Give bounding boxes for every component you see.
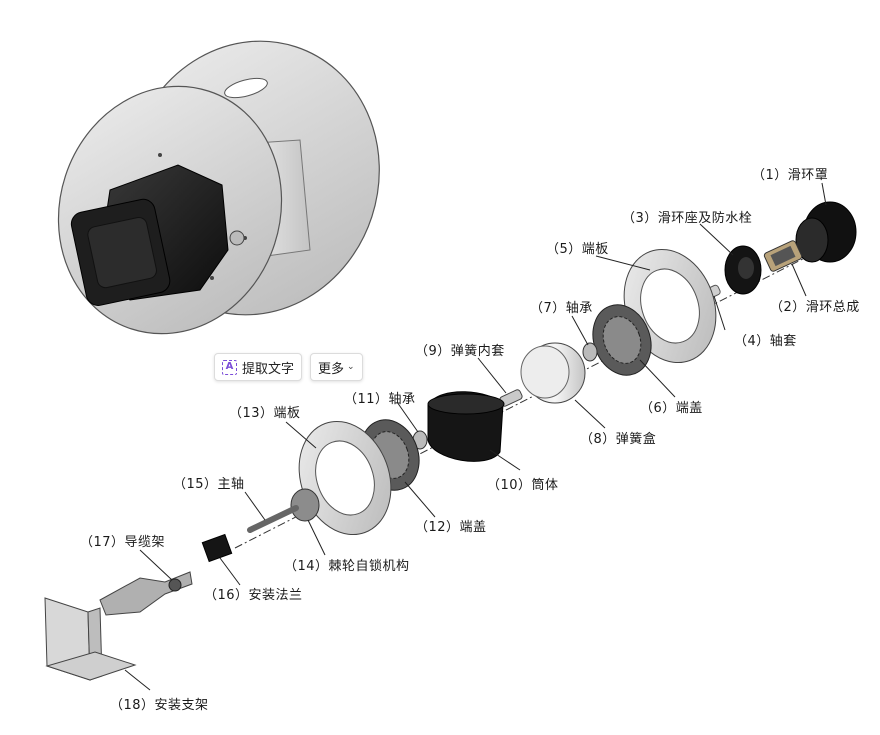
text-scan-icon: A	[222, 359, 237, 375]
label-part-2: （2）滑环总成	[770, 300, 860, 315]
label-part-15: （15）主轴	[173, 477, 245, 492]
back-flange-slot-1	[224, 77, 268, 99]
part-14-ratchet-lock	[290, 488, 320, 522]
label-part-18: （18）安装支架	[110, 698, 209, 713]
text-extract-toolbar: A 提取文字 更多 ⌄	[214, 353, 363, 381]
more-label: 更多	[318, 361, 345, 377]
label-part-9: （9）弹簧内套	[415, 344, 505, 359]
label-part-12: （12）端盖	[415, 520, 487, 535]
leader-lines	[124, 182, 827, 691]
chevron-down-icon: ⌄	[347, 362, 355, 372]
label-part-13: （13）端板	[229, 406, 301, 421]
label-part-16: （16）安装法兰	[204, 588, 303, 603]
reel-cover-face	[87, 216, 157, 289]
label-part-3: （3）滑环座及防水栓	[622, 211, 753, 226]
label-part-8: （8）弹簧盒	[580, 432, 657, 447]
part-15-main-shaft	[247, 505, 299, 533]
part-3-slip-ring-seat	[724, 245, 762, 295]
extract-text-label: 提取文字	[242, 361, 295, 377]
assembled-reel	[57, 40, 380, 335]
flange-hole	[158, 153, 162, 157]
label-part-4: （4）轴套	[734, 334, 797, 349]
label-part-11: （11）轴承	[344, 392, 416, 407]
extract-text-button[interactable]: A 提取文字	[214, 353, 303, 381]
label-part-1: （1）滑环罩	[752, 168, 829, 183]
part-8-spring-box	[520, 342, 586, 404]
part-1-slip-ring-cover	[795, 201, 857, 263]
part-2-slip-ring-assembly	[763, 240, 803, 272]
part-18-mounting-bracket	[44, 597, 137, 681]
label-part-14: （14）棘轮自锁机构	[284, 559, 410, 574]
label-part-17: （17）导缆架	[80, 535, 166, 550]
part-10-drum-body	[427, 391, 505, 462]
part-6-end-cap	[592, 304, 652, 376]
label-part-7: （7）轴承	[530, 301, 593, 316]
part-7-bearing	[582, 342, 598, 362]
part-13-end-plate	[298, 420, 392, 536]
part-16-mounting-flange	[201, 533, 233, 563]
more-button[interactable]: 更多 ⌄	[310, 353, 363, 381]
part-17-cable-guide	[99, 571, 193, 616]
flange-hole	[210, 276, 214, 280]
label-part-6: （6）端盖	[640, 401, 703, 416]
reel-connector	[229, 230, 245, 246]
label-part-5: （5）端板	[546, 242, 609, 257]
label-part-10: （10）筒体	[487, 478, 559, 493]
